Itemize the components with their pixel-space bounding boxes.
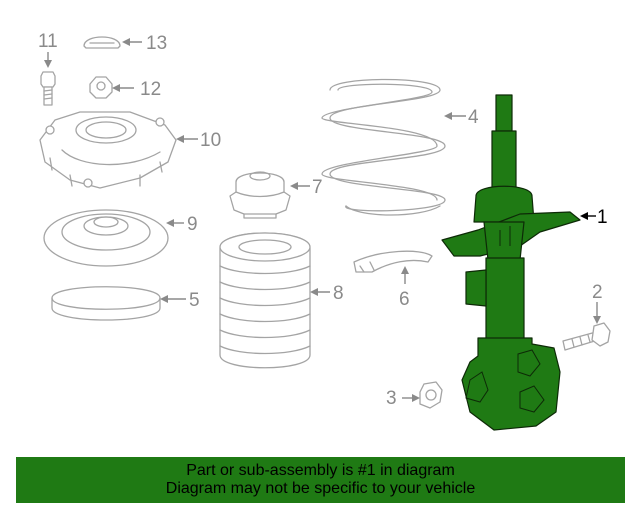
part-3-nut[interactable] bbox=[419, 381, 443, 409]
callout-13-label: 13 bbox=[146, 33, 167, 54]
callout-8-label: 8 bbox=[333, 283, 344, 304]
callout-9: 9 bbox=[166, 214, 198, 235]
callout-11-label: 11 bbox=[38, 31, 58, 52]
part-10-strut-mount[interactable] bbox=[39, 111, 177, 189]
part-info-banner: Part or sub-assembly is #1 in diagram Di… bbox=[16, 457, 625, 503]
callout-7: 7 bbox=[290, 177, 323, 198]
callout-4-label: 4 bbox=[468, 107, 479, 128]
part-1-strut-assembly[interactable] bbox=[441, 94, 581, 431]
part-8-dust-boot[interactable] bbox=[219, 232, 311, 369]
part-12-nut[interactable] bbox=[89, 76, 113, 99]
part-9-spring-seat[interactable] bbox=[43, 209, 169, 267]
callout-6: 6 bbox=[399, 266, 410, 310]
part-11-bolt[interactable] bbox=[40, 71, 56, 106]
callout-5: 5 bbox=[160, 290, 200, 311]
callout-12-label: 12 bbox=[140, 79, 161, 100]
callout-3-label: 3 bbox=[386, 388, 397, 409]
callout-4: 4 bbox=[444, 107, 479, 128]
callout-8: 8 bbox=[310, 283, 344, 304]
callout-2: 2 bbox=[592, 282, 603, 324]
callout-3: 3 bbox=[386, 388, 420, 409]
callout-5-label: 5 bbox=[189, 290, 200, 311]
callout-10-label: 10 bbox=[200, 130, 221, 151]
callout-6-label: 6 bbox=[399, 289, 410, 310]
part-5-insulator[interactable] bbox=[51, 286, 161, 321]
parts-diagram: 1 2 3 4 5 6 7 8 9 10 bbox=[38, 31, 611, 431]
part-4-coil-spring[interactable] bbox=[321, 78, 446, 216]
callout-9-label: 9 bbox=[187, 214, 198, 235]
part-6-spring-pad[interactable] bbox=[353, 250, 433, 273]
part-13-cap[interactable] bbox=[83, 36, 121, 49]
banner-line-1: Part or sub-assembly is #1 in diagram bbox=[186, 462, 455, 479]
callout-7-label: 7 bbox=[312, 177, 323, 198]
callout-12: 12 bbox=[112, 79, 161, 100]
part-2-bolt[interactable] bbox=[562, 322, 611, 351]
callout-11: 11 bbox=[38, 31, 58, 68]
part-7-bump-stop[interactable] bbox=[229, 171, 291, 219]
callout-10: 10 bbox=[176, 130, 221, 151]
callout-2-label: 2 bbox=[592, 282, 603, 303]
callout-13: 13 bbox=[122, 33, 167, 54]
banner-line-2: Diagram may not be specific to your vehi… bbox=[165, 480, 476, 497]
callout-1: 1 bbox=[580, 207, 608, 228]
callout-1-label: 1 bbox=[597, 207, 608, 228]
